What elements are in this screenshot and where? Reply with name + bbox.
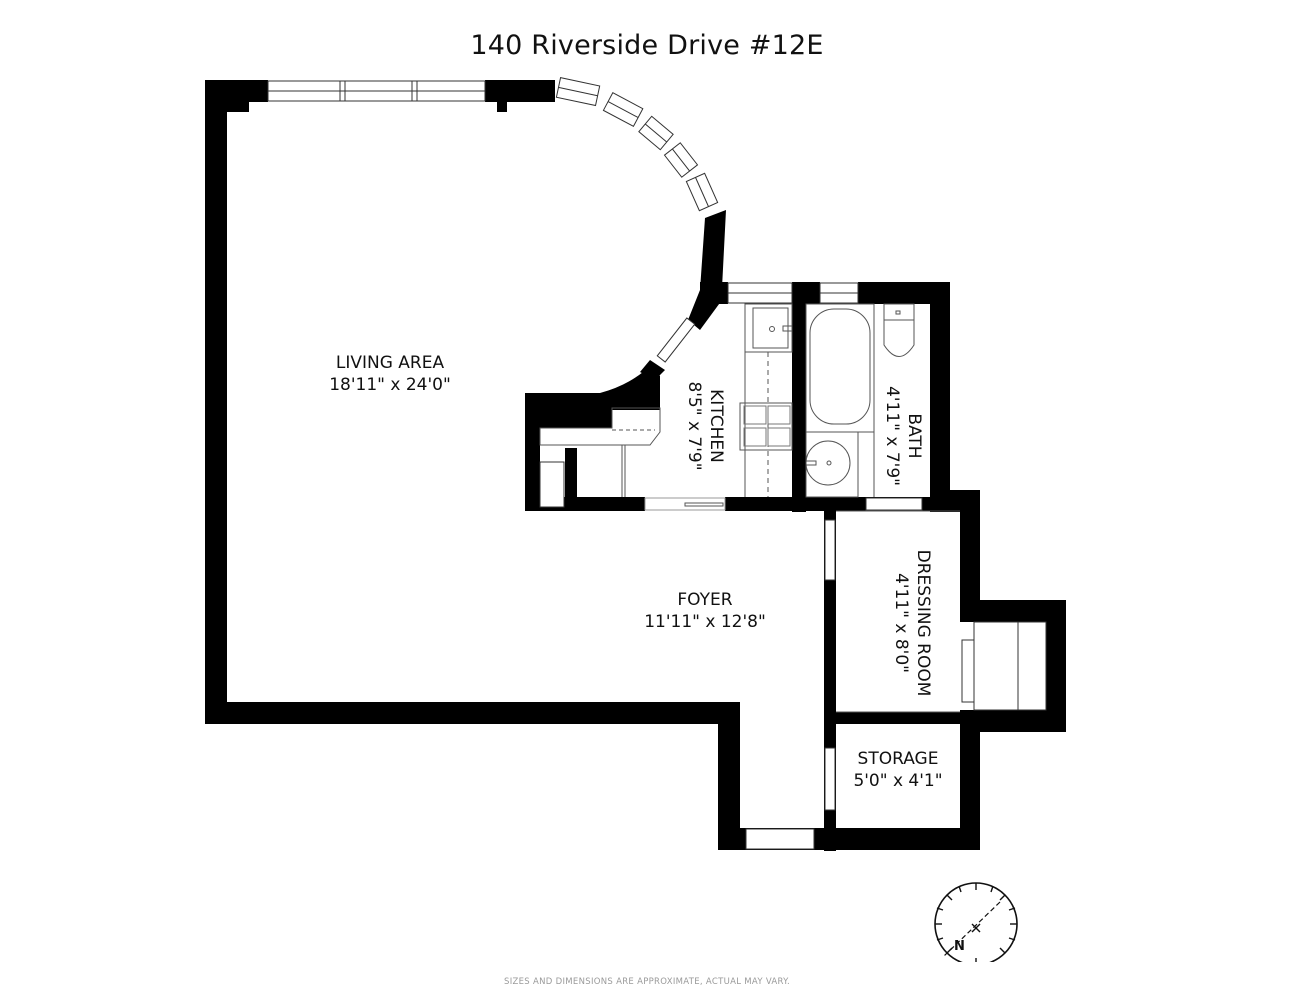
room-name: LIVING AREA	[335, 353, 445, 373]
room-name: STORAGE	[857, 749, 939, 769]
room-dims: 11'11" x 12'8"	[644, 612, 766, 632]
room-dims: 4'11" x 8'0"	[891, 573, 911, 673]
room-label-foyer: FOYER 11'11" x 12'8"	[615, 589, 795, 633]
room-dims: 5'0" x 4'1"	[853, 771, 943, 791]
room-label-bath: BATH 4'11" x 7'9"	[881, 381, 925, 491]
room-label-storage: STORAGE 5'0" x 4'1"	[838, 748, 958, 792]
compass-icon: N	[934, 882, 1018, 962]
room-label-kitchen: KITCHEN 8'5" x 7'9"	[683, 371, 727, 481]
room-name: BATH	[904, 413, 924, 459]
room-label-living-area: LIVING AREA 18'11" x 24'0"	[300, 352, 480, 396]
disclaimer: SIZES AND DIMENSIONS ARE APPROXIMATE, AC…	[504, 977, 790, 987]
room-dims: 4'11" x 7'9"	[882, 386, 902, 486]
room-dims: 18'11" x 24'0"	[329, 375, 451, 395]
compass-north-label: N	[954, 939, 965, 954]
room-label-dressing-room: DRESSING ROOM 4'11" x 8'0"	[890, 538, 934, 708]
room-name: DRESSING ROOM	[913, 549, 933, 697]
walls	[205, 80, 1066, 851]
room-name: FOYER	[677, 590, 733, 610]
plan-title: 140 Riverside Drive #12E	[470, 30, 824, 61]
room-dims: 8'5" x 7'9"	[684, 381, 704, 471]
room-name: KITCHEN	[706, 389, 726, 463]
